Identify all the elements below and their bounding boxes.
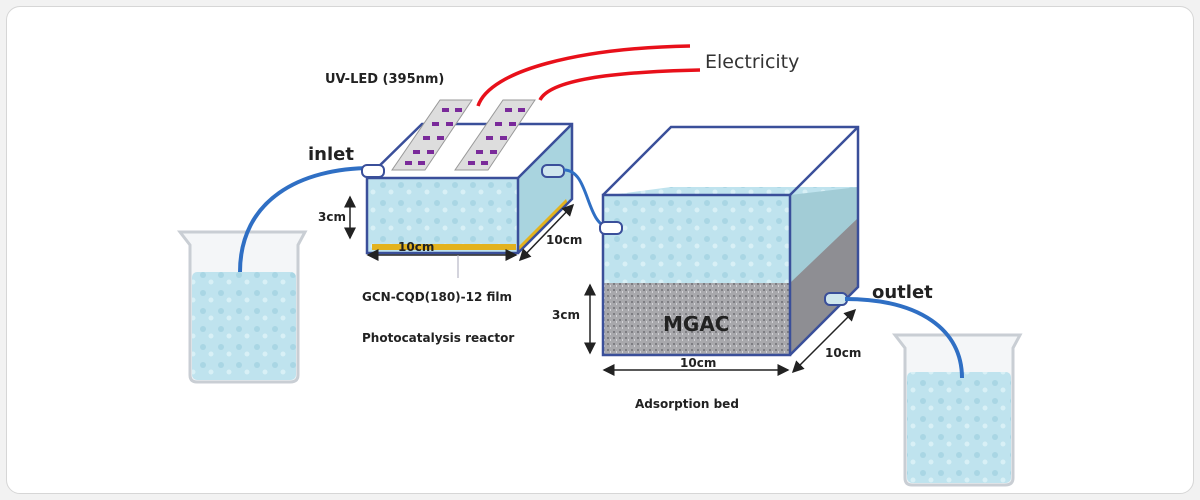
photocatalysis-reactor — [361, 122, 574, 255]
bed-depth-label: 10cm — [825, 346, 861, 360]
outlet-label: outlet — [872, 282, 933, 303]
reactor-height-label: 3cm — [318, 210, 346, 224]
uv-led-label: UV-LED (395nm) — [325, 72, 444, 87]
uv-led-panels — [391, 99, 536, 171]
inlet-label: inlet — [308, 144, 354, 165]
mgac-layer — [603, 283, 790, 355]
inlet-beaker — [176, 230, 308, 384]
reactor-depth-label: 10cm — [546, 233, 582, 247]
reactor-depth-arrow — [518, 203, 575, 262]
bed-depth-arrow — [791, 308, 857, 374]
adsorption-bed — [599, 125, 860, 357]
bed-height-label: 3cm — [552, 308, 580, 322]
electricity-wire-1 — [476, 44, 691, 107]
mgac-label: MGAC — [663, 312, 729, 336]
inlet-tube — [238, 166, 373, 273]
electricity-label: Electricity — [705, 51, 799, 73]
reactor-name-label: Photocatalysis reactor — [362, 331, 514, 345]
bed-width-label: 10cm — [680, 356, 716, 370]
reactor-width-label: 10cm — [398, 240, 434, 254]
outlet-beaker — [891, 333, 1023, 487]
electricity-wire-2 — [538, 68, 701, 101]
outlet-tube — [844, 297, 964, 379]
catalyst-film — [372, 244, 516, 250]
bed-name-label: Adsorption bed — [635, 397, 739, 411]
film-label: GCN-CQD(180)-12 film — [362, 290, 512, 304]
